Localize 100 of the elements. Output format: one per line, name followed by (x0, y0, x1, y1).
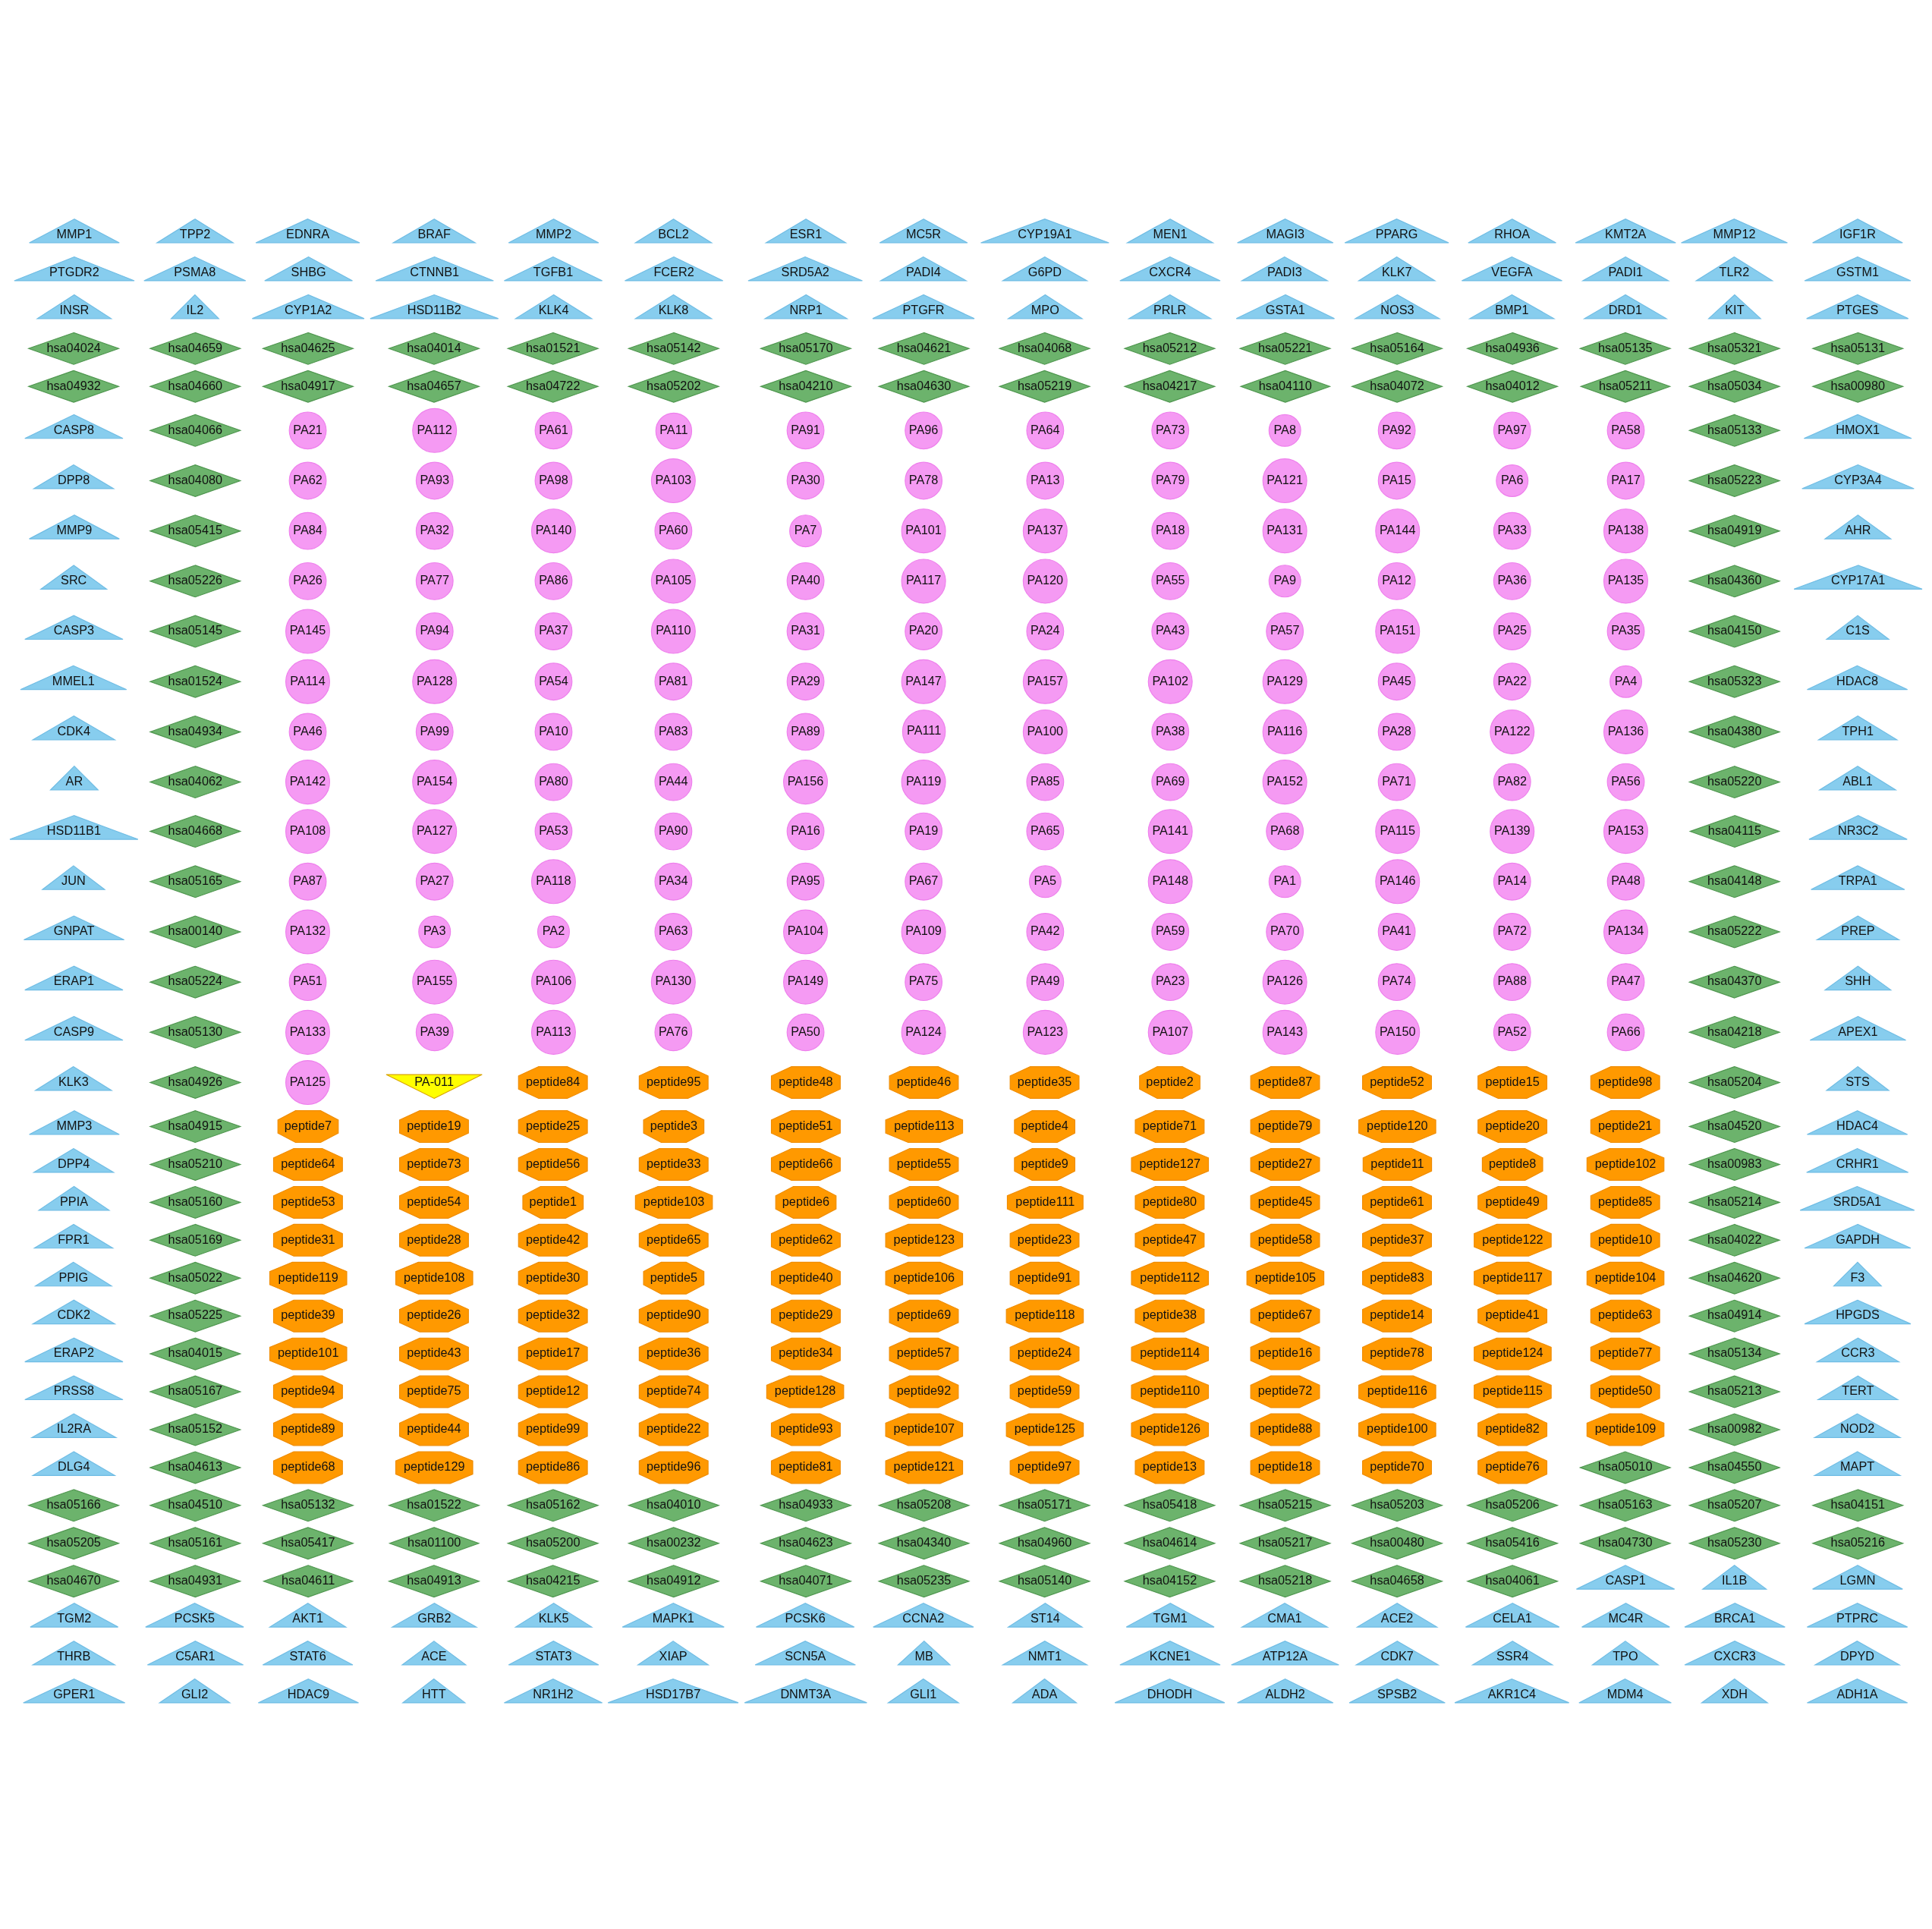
node-circle: PA1 (1268, 864, 1301, 898)
node-circle: PA131 (1262, 508, 1307, 553)
node-circle: PA30 (786, 461, 825, 499)
node-diamond: hsa04380 (1688, 715, 1781, 748)
node-circle: PA117 (901, 558, 946, 603)
node-circle: PA59 (1151, 912, 1190, 951)
node-diamond: hsa05205 (27, 1526, 121, 1559)
node-circle: PA44 (654, 763, 693, 801)
node-diamond: hsa00982 (1688, 1412, 1781, 1446)
node-circle: PA140 (530, 508, 576, 553)
node-diamond: hsa04071 (759, 1564, 853, 1597)
node-circle: PA81 (654, 662, 693, 700)
node-diamond: hsa05321 (1688, 332, 1781, 365)
node-diamond: hsa05203 (1350, 1488, 1444, 1521)
node-diamond: hsa04630 (877, 370, 971, 403)
node-diamond: hsa00232 (627, 1526, 720, 1559)
node-circle: PA61 (534, 411, 573, 449)
node-circle: PA38 (1151, 712, 1190, 751)
node-circle: PA97 (1493, 411, 1531, 449)
node-circle: PA82 (1493, 763, 1531, 801)
node-circle: PA100 (1022, 709, 1068, 754)
node-circle: PA139 (1490, 808, 1535, 854)
node-diamond: hsa00983 (1688, 1147, 1781, 1181)
node-circle: PA74 (1377, 962, 1416, 1001)
node-diamond: hsa05145 (149, 615, 242, 648)
node-circle: PA4 (1609, 665, 1642, 698)
node-diamond: hsa05220 (1688, 765, 1781, 798)
node-circle: PA95 (786, 862, 825, 901)
node-diamond: hsa04110 (1239, 370, 1332, 403)
node-circle: PA133 (285, 1009, 330, 1055)
node-circle: PA23 (1151, 962, 1190, 1001)
node-circle: PA134 (1603, 909, 1648, 954)
node-diamond: hsa05135 (1578, 332, 1672, 365)
node-circle: PA104 (783, 909, 829, 954)
node-circle: PA137 (1022, 508, 1068, 553)
node-circle: PA110 (650, 609, 696, 654)
node-diamond: hsa05417 (261, 1526, 355, 1559)
node-circle: PA54 (534, 662, 573, 700)
node-circle: PA68 (1266, 812, 1304, 851)
node-circle: PA2 (537, 915, 570, 948)
node-diamond: hsa01100 (388, 1526, 480, 1559)
node-circle: PA132 (285, 909, 330, 954)
node-circle: PA18 (1151, 511, 1190, 550)
node-diamond: hsa05170 (759, 332, 853, 365)
node-circle: PA138 (1603, 508, 1648, 553)
node-circle: PA109 (901, 909, 946, 954)
node-diamond: hsa04668 (149, 814, 242, 848)
node-diamond: hsa04150 (1688, 615, 1781, 648)
node-diamond: hsa04658 (1350, 1564, 1444, 1597)
node-circle: PA93 (415, 461, 454, 499)
node-circle: PA52 (1493, 1012, 1531, 1051)
node-circle: PA119 (901, 759, 946, 804)
node-circle: PA124 (901, 1009, 946, 1055)
node-circle: PA40 (786, 562, 825, 600)
node-circle: PA150 (1375, 1009, 1421, 1055)
node-diamond: hsa05204 (1688, 1065, 1781, 1099)
node-circle: PA103 (650, 458, 696, 503)
node-circle: PA87 (288, 862, 327, 901)
node-diamond: hsa05163 (1578, 1488, 1672, 1521)
node-diamond: hsa05034 (1688, 370, 1781, 403)
node-diamond: hsa05215 (1238, 1488, 1332, 1521)
node-circle: PA120 (1022, 558, 1068, 603)
node-circle: PA60 (654, 511, 693, 550)
node-circle: PA14 (1493, 862, 1531, 901)
node-circle: PA41 (1377, 912, 1416, 951)
node-diamond: hsa05142 (627, 332, 720, 365)
node-diamond: hsa04010 (627, 1488, 720, 1521)
node-diamond: hsa04520 (1688, 1109, 1781, 1143)
node-circle: PA77 (415, 562, 454, 600)
node-circle: PA37 (534, 612, 573, 650)
node-circle: PA99 (415, 712, 454, 751)
node-circle: PA71 (1377, 763, 1416, 801)
node-diamond: hsa05213 (1688, 1375, 1781, 1408)
node-diamond: hsa04912 (627, 1564, 720, 1597)
node-diamond: hsa04218 (1688, 1015, 1781, 1049)
node-diamond: hsa04926 (149, 1065, 242, 1099)
node-diamond: hsa04148 (1688, 864, 1781, 898)
node-circle: PA127 (412, 808, 458, 854)
node-circle: PA101 (901, 508, 946, 553)
node-circle: PA45 (1377, 662, 1416, 700)
node-diamond: hsa04914 (1688, 1299, 1781, 1333)
node-circle: PA57 (1266, 612, 1304, 650)
node-diamond: hsa04061 (1465, 1564, 1559, 1597)
node-circle: PA6 (1496, 464, 1529, 497)
node-circle: PA17 (1606, 461, 1645, 499)
node-circle: PA53 (534, 812, 573, 851)
node-circle: PA142 (285, 759, 330, 804)
node-circle: PA98 (534, 461, 573, 499)
node-circle: PA121 (1262, 458, 1307, 503)
node-diamond: hsa05167 (149, 1375, 242, 1408)
node-diamond: hsa04932 (27, 370, 121, 403)
node-circle: PA157 (1022, 659, 1068, 704)
node-diamond: hsa05140 (998, 1564, 1091, 1597)
node-diamond: hsa05169 (149, 1223, 242, 1257)
node-diamond: hsa05131 (1811, 332, 1905, 365)
node-circle: PA107 (1147, 1009, 1193, 1055)
node-diamond: hsa05235 (877, 1564, 971, 1597)
node-circle: PA3 (418, 915, 452, 948)
node-circle: PA28 (1377, 712, 1416, 751)
node-circle: PA70 (1266, 912, 1304, 951)
